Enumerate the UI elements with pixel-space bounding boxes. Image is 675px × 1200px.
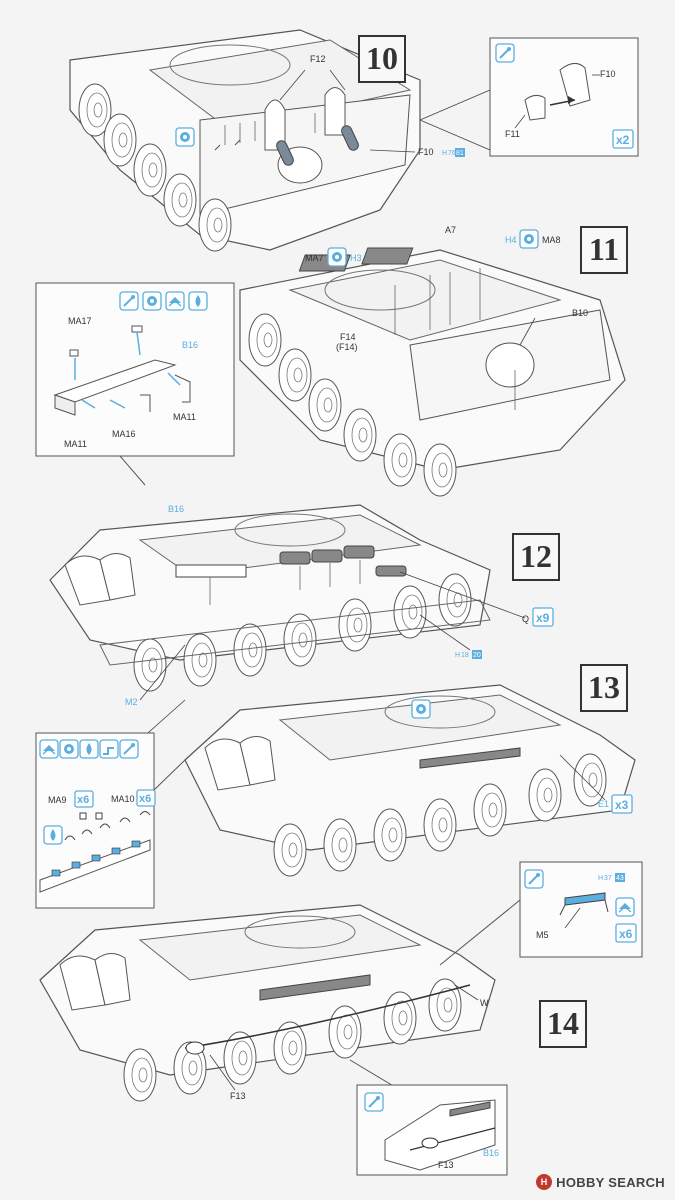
step-14-illustration (39, 899, 521, 1102)
label-ma11-left: MA11 (64, 439, 87, 449)
step-13-detail-box (35, 732, 186, 909)
label-f12: F12 (310, 54, 326, 64)
label-ma16: MA16 (112, 429, 136, 439)
label-h-step14: H (598, 875, 603, 882)
label-m2: M2 (125, 697, 138, 707)
label-ma11-right: MA11 (173, 412, 196, 422)
hobby-search-logo: H (536, 1174, 553, 1190)
step-11-illustration (239, 247, 626, 497)
label-a7: A7 (445, 225, 456, 235)
step-number-14: 14 (539, 1000, 587, 1048)
label-h-step12: H (455, 652, 460, 659)
label-h20: 20 (473, 652, 481, 659)
step-11-detail-box (35, 282, 235, 486)
label-ma10: MA10 (111, 794, 135, 804)
step-13-illustration (184, 684, 636, 877)
label-f13-detail: F13 (438, 1160, 454, 1170)
label-x6-ma10: x6 (139, 793, 151, 805)
step-number-12: 12 (512, 533, 560, 581)
label-ma7: MA7 (305, 253, 324, 263)
step-number-13: 13 (580, 664, 628, 712)
step-10-illustration (69, 29, 491, 252)
label-h81: 81 (456, 150, 464, 157)
step-12-illustration (49, 504, 526, 781)
label-h76: 76 (448, 150, 456, 157)
label-b16-step12: B16 (168, 504, 184, 514)
label-b10: B10 (572, 308, 588, 318)
label-q: Q (522, 614, 529, 624)
label-h43: 43 (616, 875, 624, 882)
label-b16-step14: B16 (483, 1148, 499, 1158)
label-f13-main: F13 (230, 1091, 246, 1101)
label-h-step10: H (442, 150, 447, 157)
step-number-11: 11 (580, 226, 628, 274)
label-e1: E1 (598, 799, 609, 809)
watermark-text: HOBBY SEARCH (556, 1174, 665, 1190)
label-x3: x3 (615, 798, 629, 812)
label-h4: H4 (505, 235, 517, 245)
label-f10-detail: F10 (600, 69, 616, 79)
hobby-search-watermark: H HOBBY SEARCH (536, 1174, 665, 1190)
label-x6-ma9: x6 (77, 794, 89, 806)
label-w: W (480, 998, 489, 1008)
label-f14-paren: (F14) (336, 342, 358, 352)
step-number-10: 10 (358, 35, 406, 83)
step-14-detail-box-bottom (356, 1084, 508, 1176)
label-x6-m5: x6 (619, 927, 633, 941)
label-ma8: MA8 (542, 235, 561, 245)
label-x9: x9 (536, 611, 550, 625)
label-ma9: MA9 (48, 795, 67, 805)
label-ma17: MA17 (68, 316, 92, 326)
label-f11: F11 (505, 129, 520, 139)
part-labels: F12 F10 H 76 81 F10 F11 x2 A7 H4 MA8 MA7… (48, 54, 637, 1170)
label-m5: M5 (536, 930, 549, 940)
label-x2: x2 (616, 133, 630, 147)
label-f14: F14 (340, 332, 356, 342)
label-h3: H3 (350, 253, 362, 263)
label-b16-step11: B16 (182, 340, 198, 350)
label-h37: 37 (604, 875, 612, 882)
label-f10-step10: F10 (418, 147, 434, 157)
label-h18: 18 (461, 652, 469, 659)
